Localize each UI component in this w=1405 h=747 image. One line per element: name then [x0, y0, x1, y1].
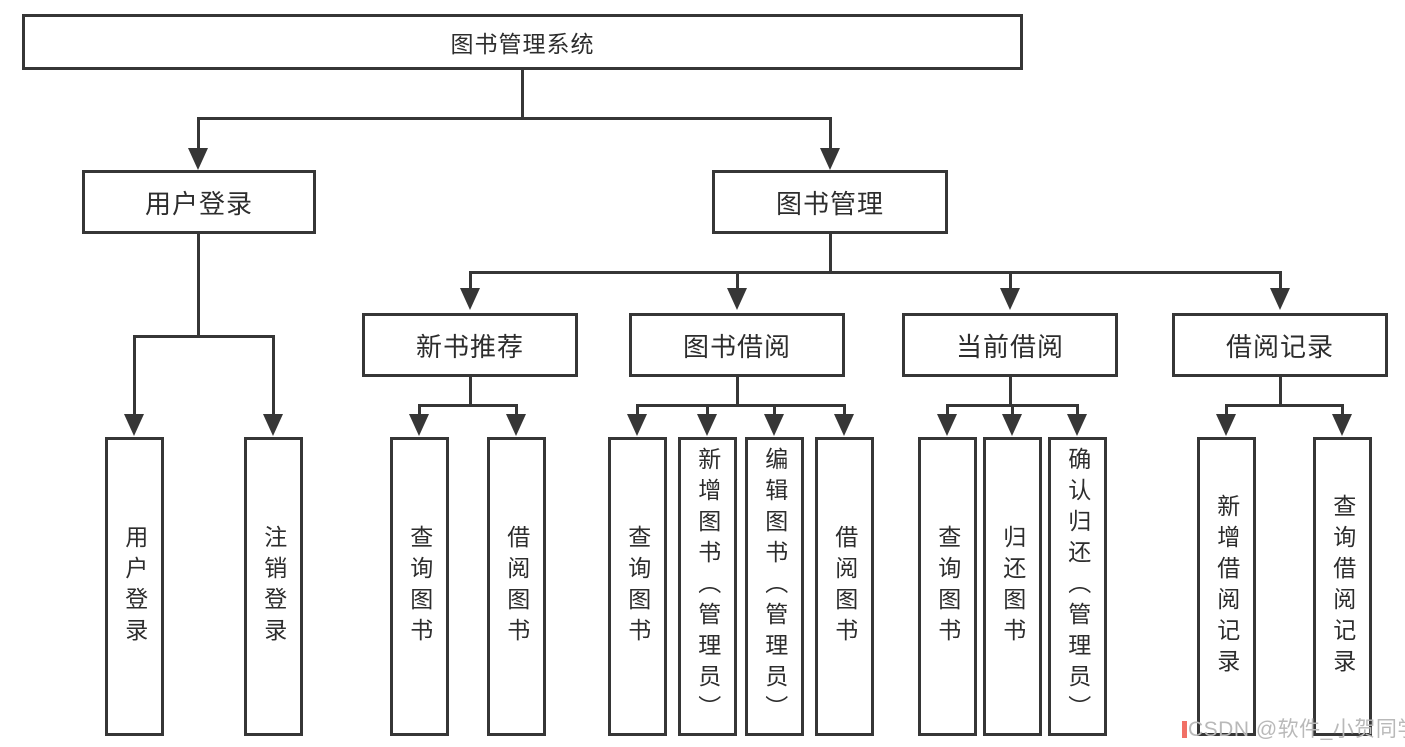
leaf-label: 查询图书 — [406, 524, 433, 649]
arrowhead-down — [697, 414, 717, 436]
arrowhead-down — [1067, 414, 1087, 436]
arrowhead-down — [460, 288, 480, 310]
connector-line-vertical — [418, 404, 421, 416]
leaf-borrow-add-book-admin: 新增图书（管理员） — [678, 437, 737, 736]
arrowhead-down — [1000, 288, 1020, 310]
leaf-label: 注销登录 — [260, 524, 287, 649]
leaf-recommend-borrow-book: 借阅图书 — [487, 437, 546, 736]
leaf-label: 新增借阅记录 — [1213, 493, 1240, 680]
arrowhead-down — [263, 414, 283, 436]
leaf-label: 借阅图书 — [831, 524, 858, 649]
arrowhead-down — [627, 414, 647, 436]
arrowhead-down — [820, 148, 840, 170]
connector-line-vertical — [1279, 377, 1282, 407]
leaf-records-query-record: 查询借阅记录 — [1313, 437, 1372, 736]
leaf-borrow-edit-book-admin: 编辑图书（管理员） — [745, 437, 804, 736]
node-borrow-records: 借阅记录 — [1172, 313, 1388, 377]
connector-line-horizontal — [133, 335, 275, 338]
connector-line-vertical — [843, 404, 846, 416]
leaf-borrow-borrow-book: 借阅图书 — [815, 437, 874, 736]
connector-line-vertical — [515, 404, 518, 416]
connector-line-vertical — [469, 272, 472, 290]
connector-line-vertical — [736, 377, 739, 407]
connector-line-vertical — [736, 272, 739, 290]
leaf-current-confirm-return-admin: 确认归还（管理员） — [1048, 437, 1107, 736]
connector-line-vertical — [1341, 404, 1344, 416]
watermark-red-accent — [1182, 721, 1187, 738]
node-book-borrow: 图书借阅 — [629, 313, 845, 377]
leaf-label: 查询图书 — [934, 524, 961, 649]
connector-line-vertical — [1011, 404, 1014, 416]
connector-line-vertical — [706, 404, 709, 416]
leaf-label: 确认归还（管理员） — [1064, 447, 1091, 726]
leaf-label: 查询借阅记录 — [1329, 493, 1356, 680]
arrowhead-down — [1216, 414, 1236, 436]
connector-line-vertical — [829, 234, 832, 274]
leaf-logout: 注销登录 — [244, 437, 303, 736]
leaf-current-return-book: 归还图书 — [983, 437, 1042, 736]
connector-line-vertical — [197, 118, 200, 150]
leaf-label: 归还图书 — [999, 524, 1026, 649]
connector-line-vertical — [133, 336, 136, 416]
leaf-user-login: 用户登录 — [105, 437, 164, 736]
connector-line-horizontal — [636, 404, 846, 407]
connector-line-horizontal — [1225, 404, 1344, 407]
connector-line-vertical — [521, 70, 524, 120]
arrowhead-down — [1002, 414, 1022, 436]
connector-line-vertical — [272, 336, 275, 416]
leaf-current-query-book: 查询图书 — [918, 437, 977, 736]
arrowhead-down — [1332, 414, 1352, 436]
connector-line-vertical — [1225, 404, 1228, 416]
arrowhead-down — [506, 414, 526, 436]
node-library-management-system: 图书管理系统 — [22, 14, 1023, 70]
leaf-borrow-query-book: 查询图书 — [608, 437, 667, 736]
connector-line-vertical — [197, 234, 200, 338]
arrowhead-down — [937, 414, 957, 436]
arrowhead-down — [727, 288, 747, 310]
arrowhead-down — [188, 148, 208, 170]
leaf-recommend-query-book: 查询图书 — [390, 437, 449, 736]
node-current-borrow: 当前借阅 — [902, 313, 1118, 377]
connector-line-vertical — [1076, 404, 1079, 416]
leaf-label: 编辑图书（管理员） — [761, 447, 788, 726]
leaf-label: 查询图书 — [624, 524, 651, 649]
leaf-label: 用户登录 — [121, 524, 148, 649]
connector-line-vertical — [946, 404, 949, 416]
leaf-label: 新增图书（管理员） — [694, 447, 721, 726]
leaf-label: 借阅图书 — [503, 524, 530, 649]
arrowhead-down — [1270, 288, 1290, 310]
arrowhead-down — [409, 414, 429, 436]
connector-line-vertical — [636, 404, 639, 416]
connector-line-horizontal — [197, 117, 832, 120]
connector-line-vertical — [829, 118, 832, 150]
connector-line-vertical — [1009, 272, 1012, 290]
connector-line-vertical — [1279, 272, 1282, 290]
node-user-login: 用户登录 — [82, 170, 316, 234]
connector-line-horizontal — [469, 271, 1282, 274]
connector-line-horizontal — [418, 404, 518, 407]
arrowhead-down — [834, 414, 854, 436]
arrowhead-down — [764, 414, 784, 436]
node-book-management: 图书管理 — [712, 170, 948, 234]
watermark: CSDN @软件_小贺同学 — [1188, 718, 1405, 741]
node-new-book-recommend: 新书推荐 — [362, 313, 578, 377]
leaf-records-add-record: 新增借阅记录 — [1197, 437, 1256, 736]
connector-line-vertical — [773, 404, 776, 416]
arrowhead-down — [124, 414, 144, 436]
connector-line-vertical — [1009, 377, 1012, 407]
connector-line-vertical — [469, 377, 472, 407]
